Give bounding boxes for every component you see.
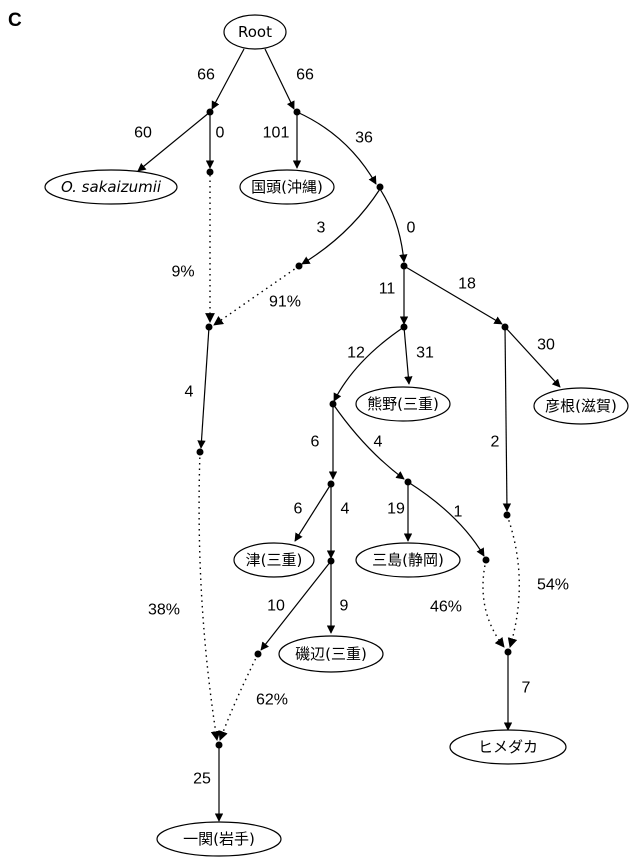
node-mishima-label: 三島(静岡) <box>372 551 444 569</box>
edge-label-l-right: 1 <box>454 504 463 521</box>
edge-label-admix-38: 38% <box>148 602 180 619</box>
edge-label-root-left: 66 <box>197 67 215 84</box>
edge-admix-91 <box>213 265 300 326</box>
node-ichinoseki: 一関(岩手) <box>156 821 282 857</box>
junction-h <box>501 323 509 331</box>
edge-label-a-sakaizumii: 60 <box>134 125 152 142</box>
junction-e <box>400 262 408 270</box>
junction-r <box>215 741 223 749</box>
edge-label-admix-91: 91% <box>269 294 301 311</box>
junction-m <box>327 557 335 565</box>
node-himedaka-label: ヒメダカ <box>478 738 538 756</box>
node-root-label: Root <box>238 23 272 41</box>
edge-h-hikone <box>504 326 561 388</box>
edge-m-left <box>260 560 332 651</box>
node-hikone-label: 彦根(滋賀) <box>545 397 617 415</box>
junction-c <box>376 183 384 191</box>
edge-label-h-down: 2 <box>491 434 500 451</box>
edge-label-b-kunigami: 101 <box>263 125 290 142</box>
edge-label-c-e: 0 <box>407 220 416 237</box>
edge-c-e <box>379 188 408 263</box>
edge-label-q-himedaka: 7 <box>522 680 531 697</box>
edge-label-admix-9: 9% <box>171 264 194 281</box>
edge-f-down <box>197 326 210 449</box>
edge-labels: 66 66 60 0 101 36 3 0 9% 91% 4 11 18 12 … <box>134 67 569 788</box>
node-kumano-label: 熊野(三重) <box>367 395 439 413</box>
junction-q <box>504 648 512 656</box>
edge-label-admix-62: 62% <box>256 692 288 709</box>
junction-n <box>503 511 511 519</box>
edge-label-j-k: 6 <box>311 434 320 451</box>
edge-label-e-g: 11 <box>379 281 396 298</box>
edge-label-g-kumano: 31 <box>416 345 434 362</box>
edge-label-j-l: 4 <box>374 434 383 451</box>
edge-label-k-tsu: 6 <box>294 501 303 518</box>
edge-label-e-h: 18 <box>458 276 476 293</box>
edge-j-l <box>332 403 405 480</box>
junction-b <box>293 108 301 116</box>
edge-label-root-right: 66 <box>296 67 314 84</box>
node-isobe-label: 磯辺(三重) <box>295 645 367 663</box>
edge-label-admix-46: 46% <box>430 599 462 616</box>
node-kunigami: 国頭(沖縄) <box>239 169 335 205</box>
edge-root-b <box>264 48 295 110</box>
junction-f <box>205 323 213 331</box>
node-kumano: 熊野(三重) <box>355 386 451 422</box>
edge-root-a <box>211 48 245 110</box>
junction-l <box>404 478 412 486</box>
junction-i <box>196 448 204 456</box>
edge-g-j <box>333 326 405 402</box>
edge-label-g-j: 12 <box>347 345 365 362</box>
edge-label-l-mishima: 19 <box>387 501 405 518</box>
node-tsu-label: 津(三重) <box>246 551 303 569</box>
edge-label-m-isobe: 9 <box>340 598 349 615</box>
edge-label-k-m: 4 <box>341 501 350 518</box>
junction-d <box>206 168 214 176</box>
panel-label: C <box>8 10 22 31</box>
edge-l-right <box>407 481 485 557</box>
node-hikone: 彦根(滋賀) <box>533 387 629 425</box>
node-isobe: 磯辺(三重) <box>278 635 384 673</box>
edges <box>137 48 561 822</box>
edge-g-kumano <box>403 326 413 385</box>
edge-label-m-left: 10 <box>267 598 285 615</box>
edge-a-sakaizumii <box>137 111 211 172</box>
junctions <box>196 108 512 749</box>
edge-e-h <box>403 265 503 325</box>
edge-label-f-down: 4 <box>185 384 194 401</box>
junction-k <box>327 480 335 488</box>
edge-label-h-hikone: 30 <box>537 337 555 354</box>
edge-admix-62 <box>218 653 259 741</box>
node-himedaka: ヒメダカ <box>449 729 567 765</box>
edge-h-down <box>502 326 512 512</box>
node-mishima: 三島(静岡) <box>355 542 461 578</box>
node-kunigami-label: 国頭(沖縄) <box>251 178 323 196</box>
edge-admix-46 <box>482 559 505 648</box>
edge-k-tsu <box>294 483 332 542</box>
node-ichinoseki-label: 一関(岩手) <box>183 830 255 848</box>
node-tsu: 津(三重) <box>233 542 315 578</box>
junction-p <box>482 556 490 564</box>
edge-label-admix-54: 54% <box>537 577 569 594</box>
junction-g <box>400 323 408 331</box>
edge-label-r-ichinoseki: 25 <box>193 771 211 788</box>
edge-label-a-down: 0 <box>216 125 225 142</box>
edge-admix-54 <box>506 514 520 648</box>
junction-left-3 <box>295 262 303 270</box>
edge-c-left <box>301 188 381 265</box>
node-root: Root <box>223 14 287 50</box>
edge-label-b-c: 36 <box>355 130 373 147</box>
edge-label-c-left: 3 <box>317 220 326 237</box>
junction-a <box>206 108 214 116</box>
junction-j <box>329 400 337 408</box>
edge-admix-38 <box>198 451 221 741</box>
node-sakaizumii-label: O. sakaizumii <box>61 178 162 196</box>
junction-o <box>254 650 262 658</box>
node-sakaizumii: O. sakaizumii <box>44 169 178 205</box>
edge-b-c <box>296 111 377 185</box>
